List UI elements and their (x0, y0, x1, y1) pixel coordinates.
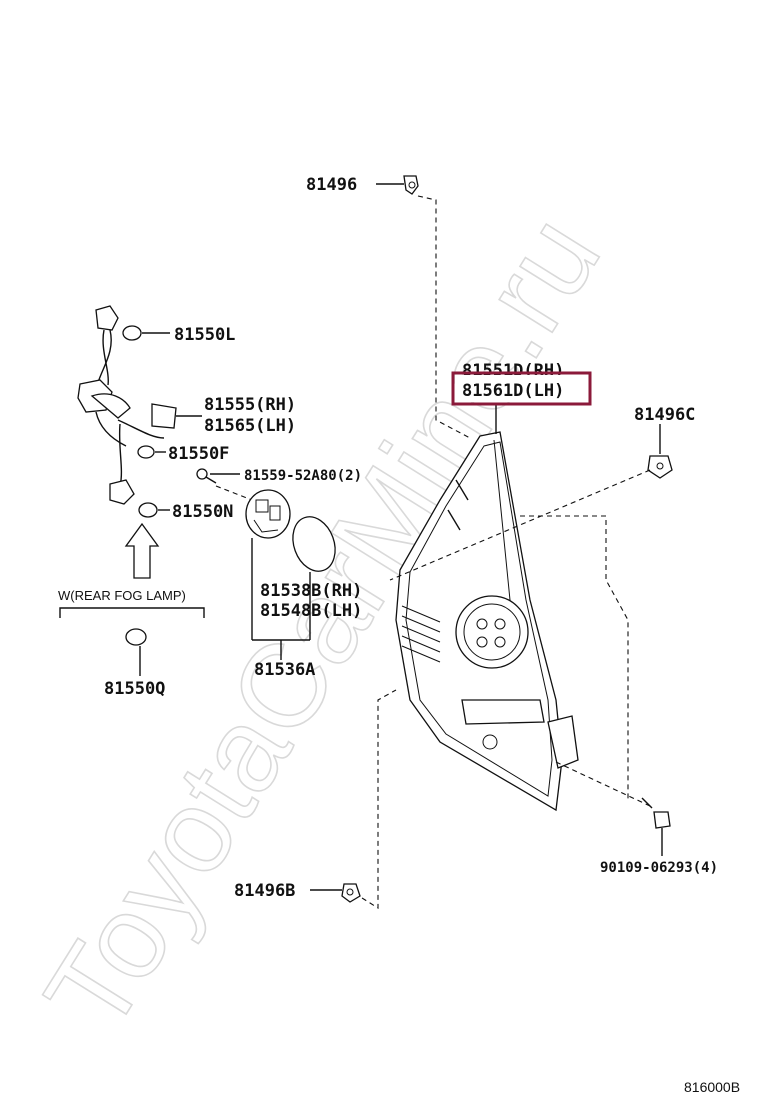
label-bolt[interactable]: 90109-06293(4) (600, 860, 718, 876)
bulb-81550q-icon (125, 628, 147, 646)
label-bulb-n[interactable]: 81550N (172, 502, 233, 522)
socket-cover-icon (245, 489, 291, 539)
label-bulb-f[interactable]: 81550F (168, 444, 229, 464)
rear-fog-note: W(REAR FOG LAMP) (58, 588, 186, 603)
clip-81496b-icon (341, 883, 361, 903)
bulb-81550n-icon (138, 502, 158, 518)
label-lamp-lh-highlighted[interactable]: 81561D(LH) (462, 381, 564, 401)
wire-harness-icon (77, 305, 177, 505)
tail-lamp-assembly-icon (395, 431, 579, 812)
label-clip-b[interactable]: 81496B (234, 881, 295, 901)
highlight-box (451, 371, 592, 406)
bolt-icon (641, 797, 671, 829)
lamp-vent-icon (401, 605, 441, 663)
clip-81496c-icon (647, 455, 673, 479)
bulb-81550l-icon (122, 325, 142, 341)
label-clip-top[interactable]: 81496 (306, 175, 357, 195)
clip-81496-icon (403, 175, 419, 195)
label-screw[interactable]: 81559-52A80(2) (244, 468, 362, 484)
bulb-81550f-icon (137, 445, 155, 459)
gasket-icon (292, 516, 336, 572)
screw-icon (196, 468, 217, 484)
label-cover-rh[interactable]: 81538B(RH) (260, 581, 362, 601)
label-bulb-q[interactable]: 81550Q (104, 679, 165, 699)
label-cover-lh[interactable]: 81548B(LH) (260, 601, 362, 621)
arrow-up-icon (124, 522, 160, 579)
diagram-code: 816000B (684, 1079, 740, 1095)
label-socket-rh[interactable]: 81555(RH) (204, 395, 296, 415)
label-cover-set[interactable]: 81536A (254, 660, 315, 680)
label-clip-c[interactable]: 81496C (634, 405, 695, 425)
label-bulb-l[interactable]: 81550L (174, 325, 235, 345)
label-socket-lh[interactable]: 81565(LH) (204, 416, 296, 436)
